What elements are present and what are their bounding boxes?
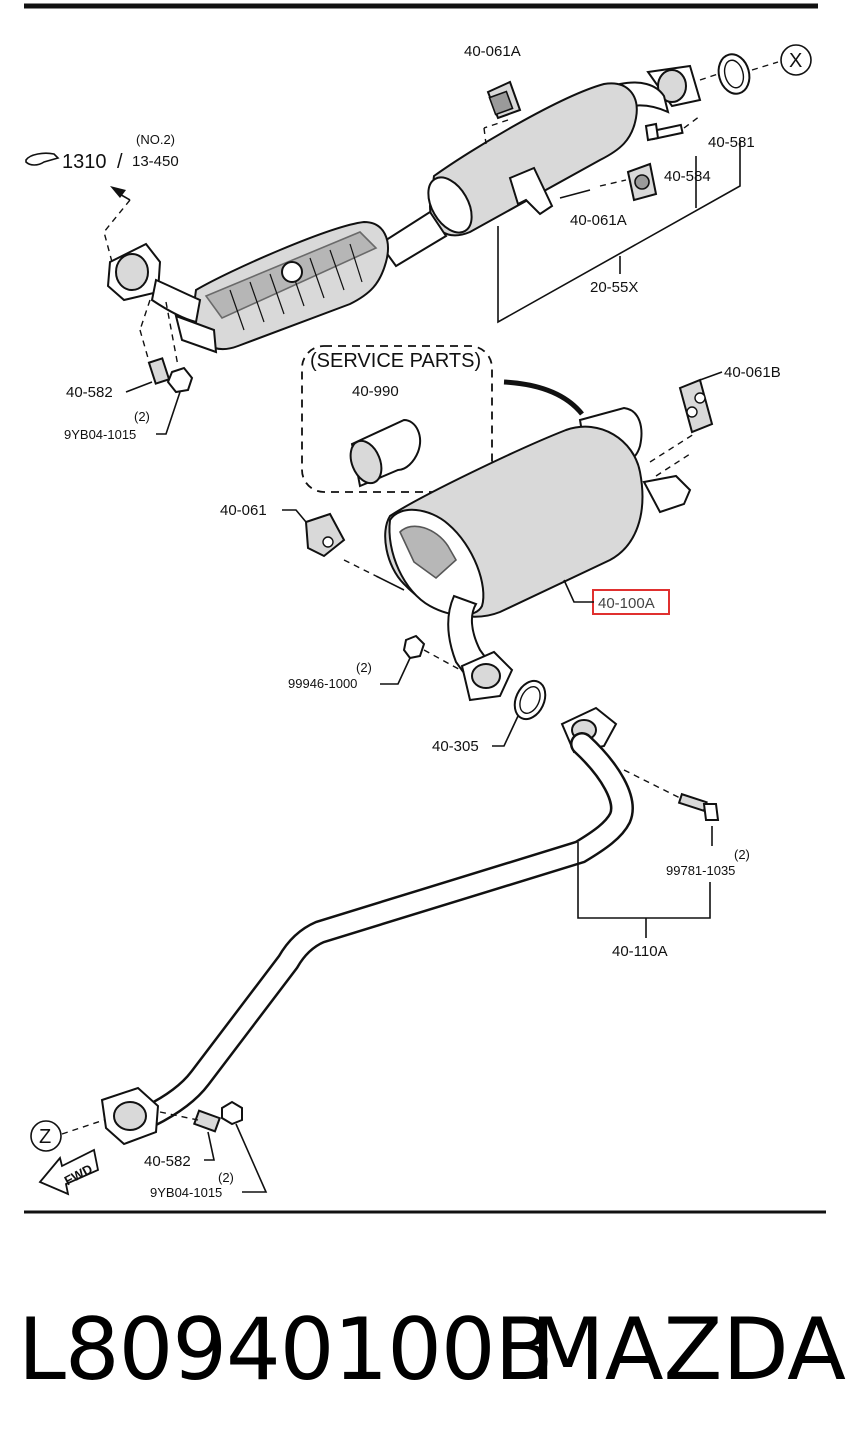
label-qty-2-c: (2) [734,847,750,862]
label-40-061a-mid: 40-061A [570,212,627,229]
label-40-061b: 40-061B [724,364,781,381]
label-9yb04-top: 9YB04-1015 [64,427,136,442]
pointing-hand-icon [25,152,60,166]
label-40-061a-top: 40-061A [464,43,521,60]
label-1310: 1310 [62,151,107,173]
nut-99946-1000 [402,634,426,660]
label-no2: (NO.2) [136,132,175,147]
nut-9yb04-bottom [221,1100,243,1126]
label-99946-1000: 99946-1000 [288,676,357,691]
label-service-parts: (SERVICE PARTS) [310,350,481,372]
label-40-100a: 40-100A [598,595,655,612]
label-40-990: 40-990 [352,383,399,400]
hanger-rubber-mid [626,162,658,202]
pipe-40-110a [100,706,634,1146]
nut-9yb04-top [166,366,194,394]
bolt-40-584 [644,122,684,142]
label-qty-2-a: (2) [134,409,150,424]
stud-40-582-bottom [192,1109,222,1133]
footer: L80940100B MAZDA [0,1290,864,1420]
label-40-305: 40-305 [432,738,479,755]
label-9yb04-bottom: 9YB04-1015 [150,1185,222,1200]
hanger-rubber-40-061b [678,378,714,434]
hanger-rubber-top [486,80,522,120]
stud-40-582-top [147,357,171,385]
marker-x-circle [780,44,812,76]
label-qty-2-b: (2) [356,660,372,675]
label-40-582-bottom: 40-582 [144,1153,191,1170]
label-20-55x: 20-55X [590,279,638,296]
service-parts-box [301,345,493,493]
pipe-sleeve-40-990 [349,418,422,488]
label-40-584: 40-584 [664,168,711,185]
gasket-40-581 [717,53,751,95]
hanger-rubber-40-061 [304,512,346,558]
gasket-40-305 [513,679,547,721]
marker-z-circle [30,1120,62,1152]
label-40-110a: 40-110A [612,943,668,960]
label-99781-1035: 99781-1035 [666,863,735,878]
label-x: X [789,50,802,72]
label-qty-2-d: (2) [218,1170,234,1185]
front-pipe-assembly [106,64,702,354]
bolt-99781-1035 [677,792,720,821]
label-z: Z [39,1126,51,1148]
label-40-581: 40-581 [708,134,755,151]
label-40-061: 40-061 [220,502,267,519]
part-number: L80940100B [18,1300,554,1400]
fwd-arrow-icon [38,1148,100,1196]
label-slash: / [117,151,123,173]
muffler-40-100a [384,406,692,702]
label-13-450: 13-450 [132,153,179,170]
label-40-582-top: 40-582 [66,384,113,401]
brand-name: MAZDA [530,1300,847,1400]
